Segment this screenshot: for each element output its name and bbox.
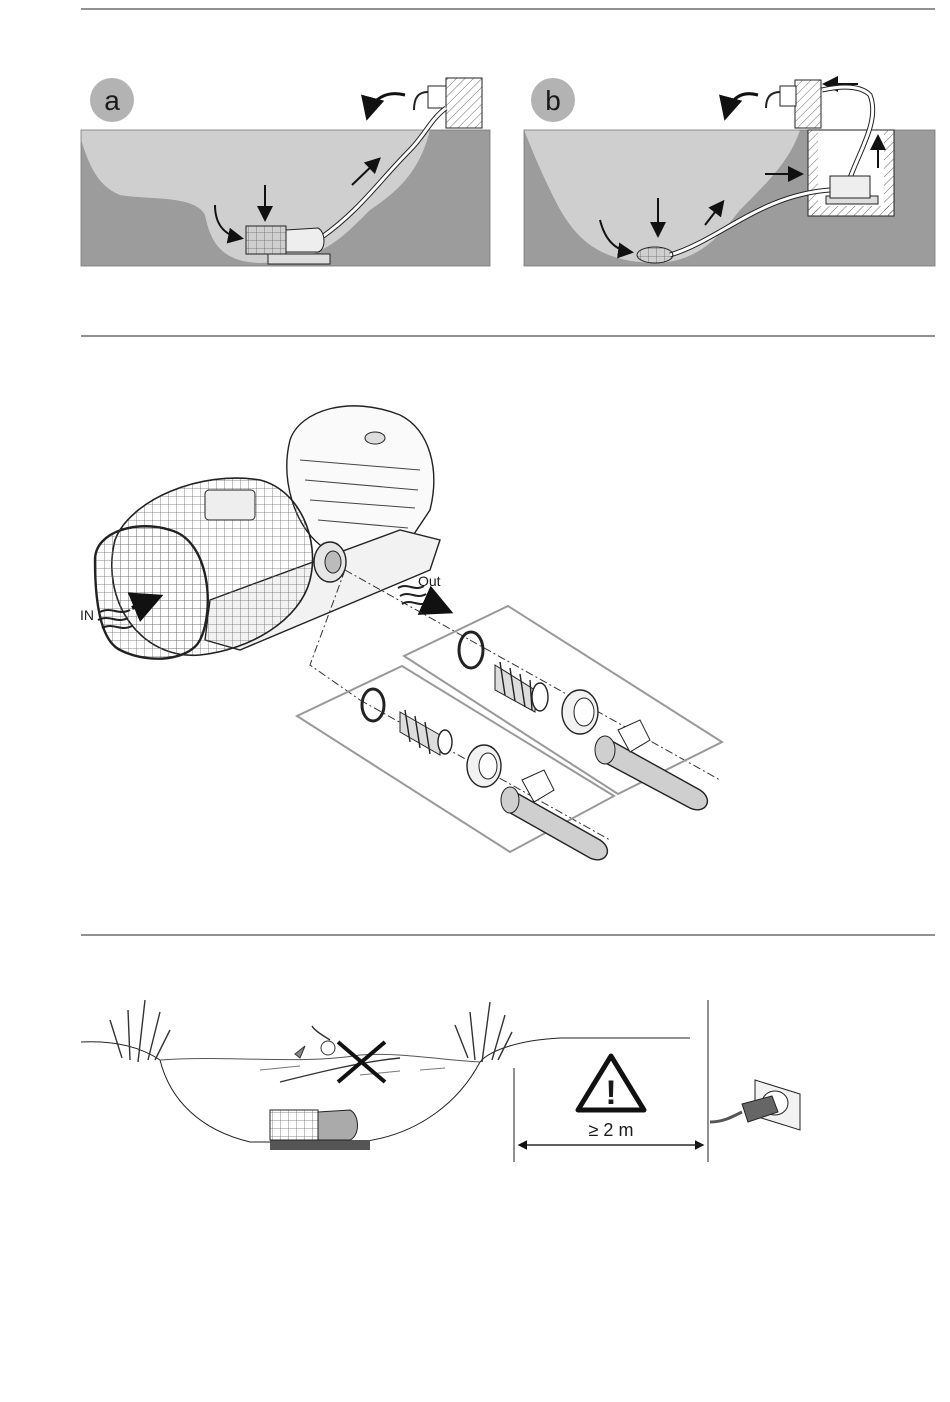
panel-b-wall bbox=[795, 80, 821, 128]
inlet-label: IN bbox=[80, 607, 94, 623]
panel-b-dry-installation: b bbox=[524, 78, 935, 266]
reeds-left bbox=[110, 1000, 170, 1062]
outlet-label: Out bbox=[418, 573, 441, 589]
power-socket-icon bbox=[710, 1080, 800, 1130]
small-hose-adapter bbox=[400, 710, 452, 755]
safety-distance-scene: ! ≥ 2 m bbox=[81, 1000, 800, 1162]
small-gasket bbox=[362, 689, 384, 721]
reeds-right bbox=[455, 1002, 512, 1062]
panel-a-pump bbox=[246, 226, 286, 254]
pond-pump bbox=[270, 1110, 370, 1150]
outlet-arrow bbox=[428, 602, 446, 610]
water-surface bbox=[160, 1054, 480, 1062]
panel-a-pump-base bbox=[268, 254, 330, 264]
panel-a-badge-label: a bbox=[104, 85, 120, 116]
panel-a-return-arrow bbox=[368, 94, 405, 115]
large-gasket bbox=[459, 632, 483, 668]
distance-label: ≥ 2 m bbox=[589, 1120, 634, 1140]
large-hose-adapter bbox=[495, 662, 548, 712]
small-hose-with-clamp bbox=[501, 770, 607, 860]
panel-b-badge-label: b bbox=[545, 85, 561, 116]
panel-b-return-arrow bbox=[726, 94, 758, 115]
warning-triangle-icon: ! bbox=[578, 1056, 644, 1112]
panel-b-pump bbox=[830, 176, 870, 198]
large-union-nut bbox=[562, 690, 598, 734]
panel-a-wall bbox=[446, 78, 482, 128]
panel-b-strainer bbox=[637, 247, 673, 263]
panel-a-submerged-installation: a bbox=[81, 78, 490, 266]
pump-connection-detail: IN Out bbox=[80, 406, 722, 860]
small-union-nut bbox=[467, 745, 501, 787]
warning-symbol: ! bbox=[605, 1074, 616, 1112]
